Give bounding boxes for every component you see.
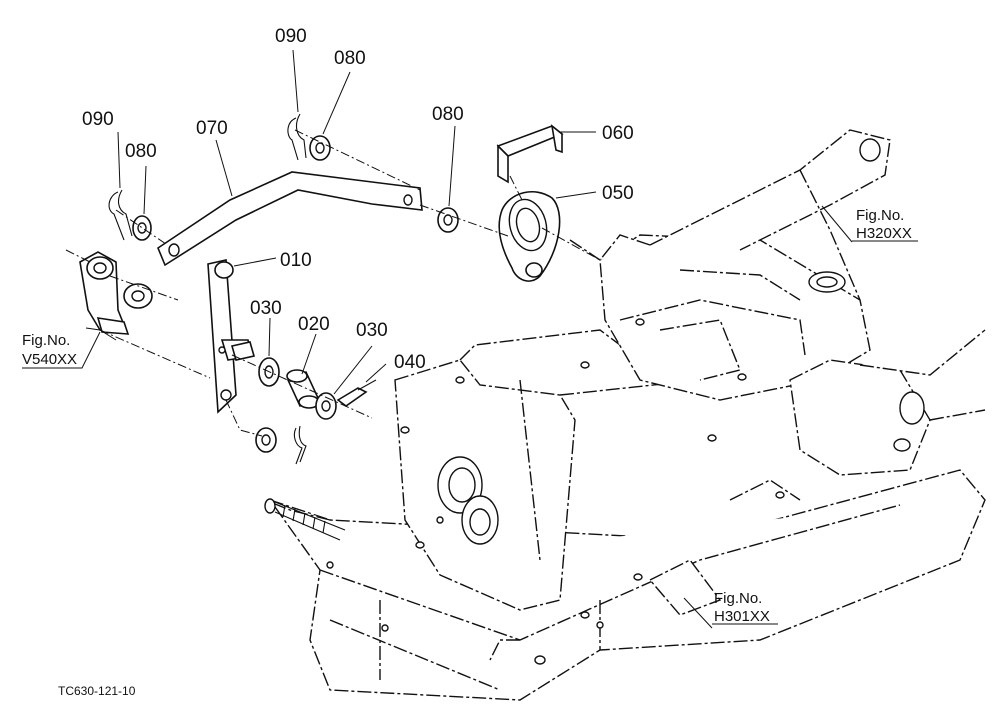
shaft-pin-010 [230, 341, 256, 361]
callout-080-left: 080 [125, 141, 157, 162]
ref-v540-code: V540XX [22, 351, 77, 368]
callout-070: 070 [196, 118, 228, 139]
callout-050: 050 [602, 183, 634, 204]
plate-010 [207, 259, 253, 414]
ref-h320-code: H320XX [856, 225, 912, 242]
figure-code: TC630-121-10 [58, 684, 136, 698]
housing-bolt-holes [326, 138, 925, 665]
callout-080-right: 080 [432, 104, 464, 125]
clip-060 [496, 124, 564, 184]
callout-090-left: 090 [82, 109, 114, 130]
assembly-center-lines [65, 129, 601, 437]
ref-v540-label: Fig.No. [22, 332, 70, 349]
callout-040: 040 [394, 352, 426, 373]
callout-030-a: 030 [250, 298, 282, 319]
ref-h301-label: Fig.No. [714, 590, 762, 607]
r-pin-090-left [108, 189, 133, 241]
left-bracket [79, 251, 153, 335]
washer-lower [255, 427, 277, 453]
washer-080-top [309, 135, 331, 161]
callout-leaders [85, 49, 853, 629]
collar-050 [498, 190, 561, 282]
washer-080-left [132, 215, 152, 241]
callout-030-b: 030 [356, 320, 388, 341]
ref-h301-code: H301XX [714, 608, 770, 625]
link-arm-070 [157, 171, 423, 267]
callout-020: 020 [298, 314, 330, 335]
washer-080-right [437, 207, 459, 233]
figure-references: Fig.No. V540XX Fig.No. H320XX Fig.No. H3… [22, 207, 912, 625]
ref-h320-label: Fig.No. [856, 207, 904, 224]
reference-underlines [22, 240, 918, 625]
callout-060: 060 [602, 123, 634, 144]
callout-080-top: 080 [334, 48, 366, 69]
transmission-housing [264, 129, 986, 701]
part-callouts: 090 080 070 090 080 080 060 050 010 030 … [82, 26, 634, 373]
cotter-pin-040 [336, 379, 377, 407]
threaded-shaft [264, 498, 346, 541]
pin-lower [293, 425, 307, 465]
collar-020 [286, 369, 320, 409]
callout-090-top: 090 [275, 26, 307, 47]
r-pin-090-top [287, 113, 307, 161]
callout-010: 010 [280, 250, 312, 271]
